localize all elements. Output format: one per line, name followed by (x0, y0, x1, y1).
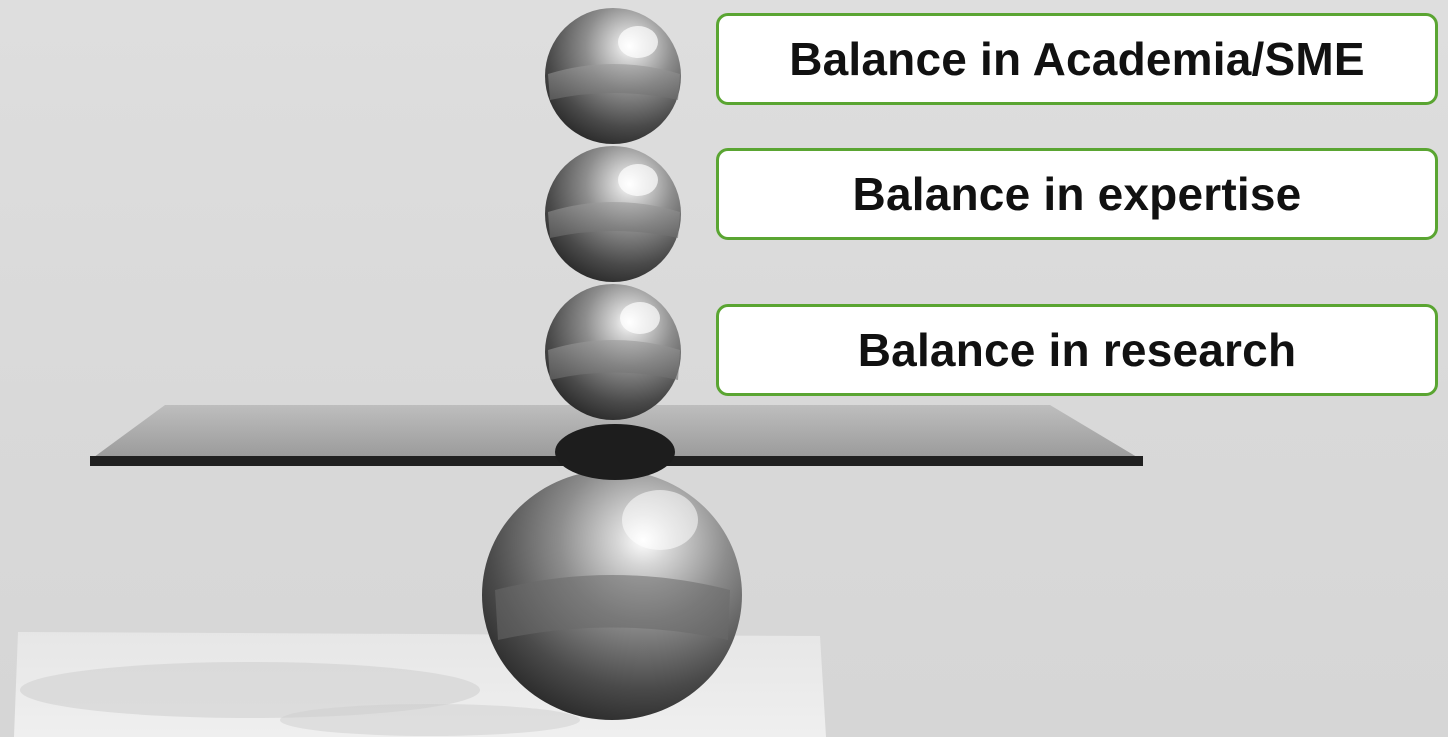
top-small-sphere (545, 8, 681, 144)
plate-contact-shadow (555, 424, 675, 480)
bottom-sphere (482, 470, 742, 720)
label-box-academia-sme: Balance in Academia/SME (716, 13, 1438, 105)
middle-small-sphere (545, 146, 681, 282)
label-box-expertise: Balance in expertise (716, 148, 1438, 240)
label-expertise: Balance in expertise (852, 168, 1302, 220)
label-research: Balance in research (857, 324, 1297, 376)
label-academia-sme: Balance in Academia/SME (789, 33, 1365, 85)
label-box-research: Balance in research (716, 304, 1438, 396)
lower-small-sphere (545, 284, 681, 420)
